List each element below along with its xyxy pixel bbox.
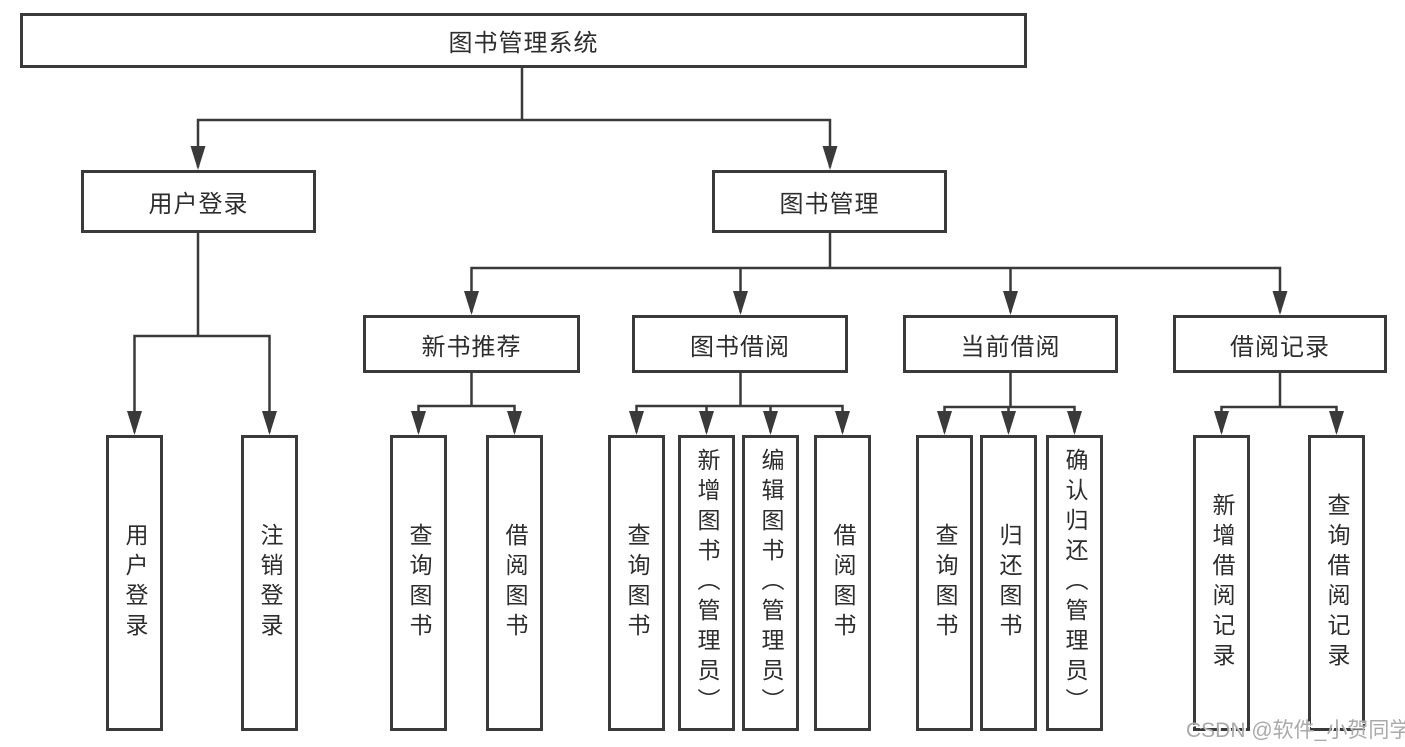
- leaf-br-add-record-label: 新增借阅记录: [1209, 493, 1235, 673]
- leaf-nbr-borrow-books-label: 借阅图书: [502, 523, 528, 643]
- node-book-mgmt: 图书管理: [712, 170, 947, 233]
- leaf-br-query-record-label: 查询借阅记录: [1324, 493, 1350, 673]
- leaf-nbr-borrow-books: 借阅图书: [486, 435, 543, 731]
- arrowhead-icon: [127, 411, 142, 435]
- arrowhead-icon: [507, 411, 522, 435]
- leaf-nbr-query-books: 查询图书: [390, 435, 447, 731]
- leaf-bb-edit-books-admin-label: 编辑图书（管理员）: [758, 448, 784, 718]
- arrowhead-icon: [190, 146, 206, 170]
- connector-root-to-level2: [190, 66, 838, 170]
- arrowhead-icon: [262, 411, 277, 435]
- node-borrow-records: 借阅记录: [1173, 315, 1387, 373]
- node-user-login-label: 用户登录: [148, 191, 249, 218]
- node-user-login: 用户登录: [81, 170, 316, 233]
- node-current-borrow-label: 当前借阅: [960, 333, 1061, 361]
- node-new-book-recommend: 新书推荐: [363, 315, 580, 373]
- leaf-cb-query-books: 查询图书: [916, 435, 973, 731]
- arrowhead-icon: [1001, 411, 1016, 435]
- leaf-cb-return-books: 归还图书: [980, 435, 1037, 731]
- arrowhead-icon: [733, 291, 748, 315]
- leaf-bb-edit-books-admin: 编辑图书（管理员）: [742, 435, 799, 731]
- leaf-bb-add-books-admin: 新增图书（管理员）: [678, 435, 735, 731]
- leaf-cb-confirm-return-admin: 确认归还（管理员）: [1046, 435, 1103, 731]
- arrowhead-icon: [699, 411, 714, 435]
- arrowhead-icon: [937, 411, 952, 435]
- arrowhead-icon: [1067, 411, 1082, 435]
- leaf-bb-query-books-label: 查询图书: [624, 523, 650, 643]
- connector-book-mgmt-branch: [464, 231, 1288, 315]
- node-new-book-recommend-label: 新书推荐: [421, 333, 522, 361]
- arrowhead-icon: [822, 146, 838, 170]
- arrowhead-icon: [1214, 411, 1229, 435]
- leaf-cb-query-books-label: 查询图书: [932, 523, 958, 643]
- arrowhead-icon: [835, 411, 850, 435]
- leaf-cb-confirm-return-admin-label: 确认归还（管理员）: [1062, 448, 1088, 718]
- arrowhead-icon: [1329, 411, 1344, 435]
- connector-new-book-rec-branch: [411, 371, 522, 435]
- node-borrow-records-label: 借阅记录: [1230, 333, 1330, 361]
- leaf-cb-return-books-label: 归还图书: [996, 523, 1022, 643]
- arrowhead-icon: [464, 291, 479, 315]
- arrowhead-icon: [763, 411, 778, 435]
- node-book-mgmt-label: 图书管理: [779, 191, 880, 218]
- leaf-user-login-label: 用户登录: [122, 523, 148, 643]
- leaf-logout: 注销登录: [241, 435, 298, 731]
- leaf-bb-query-books: 查询图书: [608, 435, 665, 731]
- leaf-bb-borrow-books-label: 借阅图书: [830, 523, 856, 643]
- connector-current-borrow-branch: [937, 371, 1082, 435]
- leaf-logout-label: 注销登录: [257, 523, 283, 643]
- node-root: 图书管理系统: [20, 13, 1027, 68]
- node-current-borrow: 当前借阅: [903, 315, 1118, 373]
- arrowhead-icon: [411, 411, 426, 435]
- arrowhead-icon: [1272, 291, 1288, 315]
- leaf-bb-borrow-books: 借阅图书: [814, 435, 871, 731]
- node-root-label: 图书管理系统: [448, 30, 599, 57]
- connector-borrow-records-branch: [1214, 371, 1344, 435]
- leaf-nbr-query-books-label: 查询图书: [406, 523, 432, 643]
- node-book-borrow-label: 图书借阅: [690, 333, 790, 361]
- csdn-watermark: CSDN @软件_小贺同学: [1186, 719, 1405, 742]
- node-book-borrow: 图书借阅: [632, 315, 848, 373]
- arrowhead-icon: [629, 411, 644, 435]
- connector-book-borrow-branch: [629, 371, 850, 435]
- connector-user-login-branch: [127, 231, 277, 435]
- leaf-br-query-record: 查询借阅记录: [1308, 435, 1365, 731]
- leaf-bb-add-books-admin-label: 新增图书（管理员）: [694, 448, 720, 718]
- arrowhead-icon: [1003, 291, 1018, 315]
- leaf-user-login: 用户登录: [106, 435, 163, 731]
- leaf-br-add-record: 新增借阅记录: [1193, 435, 1250, 731]
